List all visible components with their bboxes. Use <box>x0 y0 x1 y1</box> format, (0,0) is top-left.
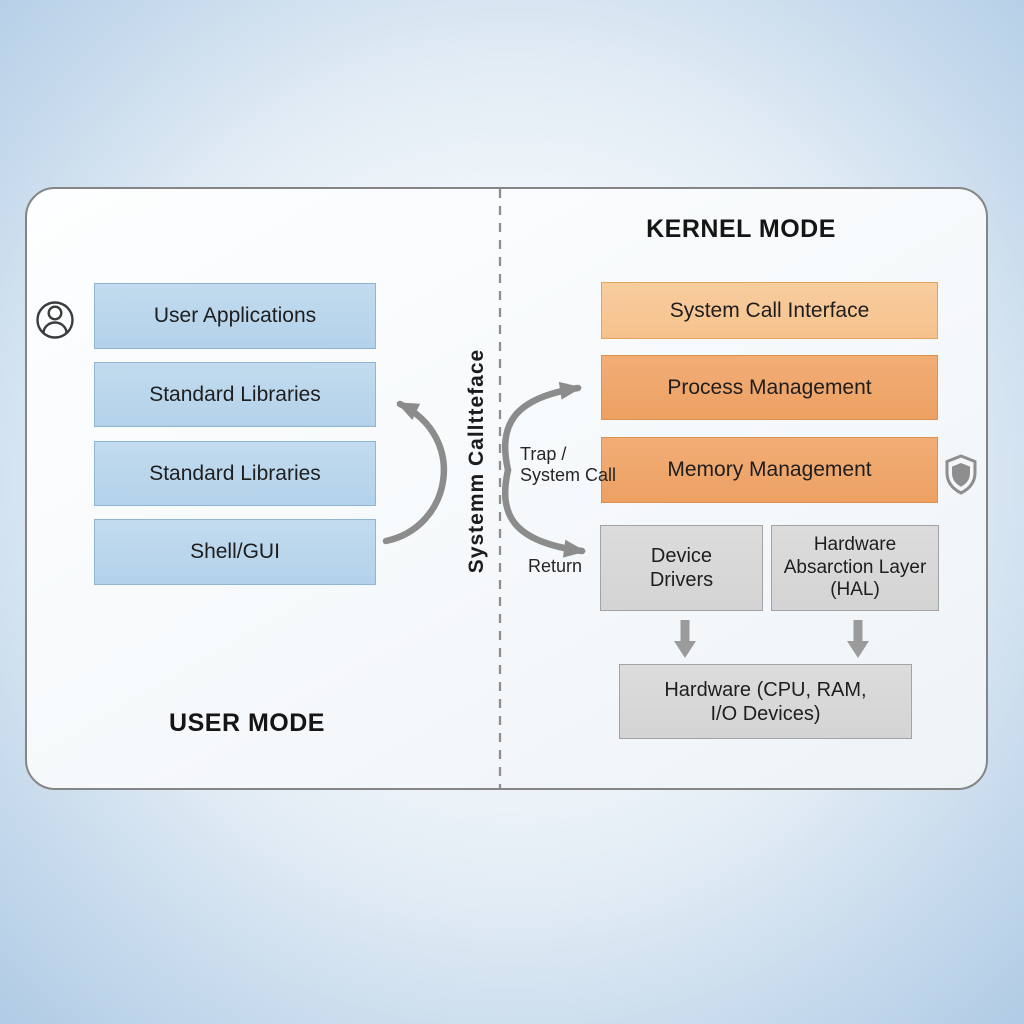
system-call-interface-box: System Call Interface <box>601 282 938 339</box>
standard-libraries-label-2: Standard Libraries <box>149 461 321 485</box>
system-call-interface-label: System Call Interface <box>669 298 870 322</box>
shell-gui-label: Shell/GUI <box>190 540 280 564</box>
return-label: Return <box>528 556 582 577</box>
hal-box: Hardware Absarction Layer (HAL) <box>771 525 939 611</box>
standard-libraries-box-1: Standard Libraries <box>94 362 376 427</box>
hal-label: Hardware Absarction Layer (HAL) <box>783 533 927 601</box>
process-management-box: Process Management <box>601 355 938 420</box>
hardware-box: Hardware (CPU, RAM, I/O Devices) <box>619 664 912 739</box>
trap-label-line1: Trap / <box>520 444 567 464</box>
trap-system-call-label: Trap / System Call <box>520 444 616 486</box>
memory-management-box: Memory Management <box>601 437 938 503</box>
hardware-label: Hardware (CPU, RAM, I/O Devices) <box>664 678 867 725</box>
system-call-interface-vertical-label: Systemm Calltteface <box>465 348 488 574</box>
process-management-label: Process Management <box>667 375 872 399</box>
shell-gui-box: Shell/GUI <box>94 519 376 585</box>
device-drivers-box: Device Drivers <box>600 525 763 611</box>
memory-management-label: Memory Management <box>667 458 872 482</box>
return-label-text: Return <box>528 556 583 576</box>
standard-libraries-label-1: Standard Libraries <box>149 382 321 406</box>
user-applications-label: User Applications <box>153 304 317 328</box>
device-drivers-label: Device Drivers <box>649 545 714 591</box>
kernel-mode-title: KERNEL MODE <box>646 215 836 243</box>
user-mode-title: USER MODE <box>169 709 325 737</box>
user-applications-box: User Applications <box>94 283 376 349</box>
trap-label-line2: System Call <box>520 465 617 485</box>
standard-libraries-box-2: Standard Libraries <box>94 441 376 506</box>
